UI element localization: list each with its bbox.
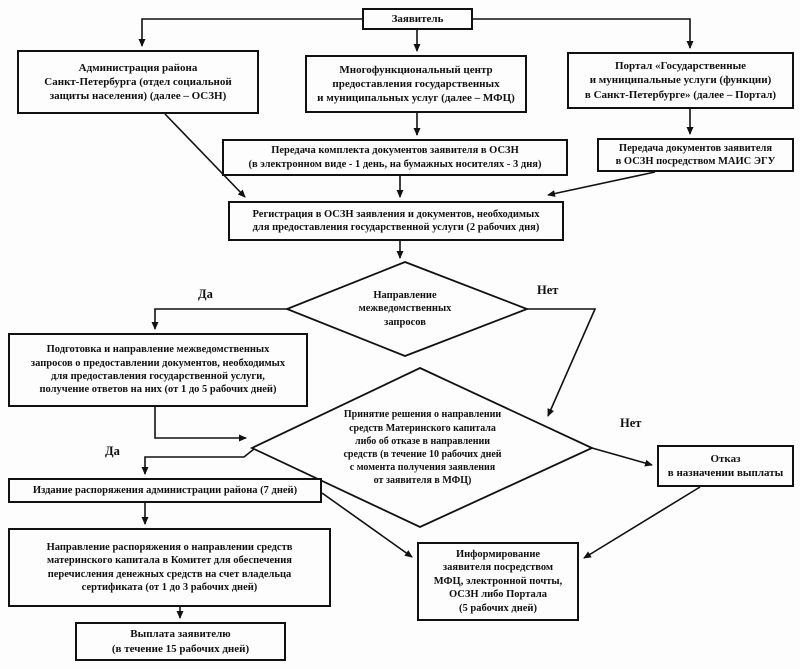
- diamond-interagency: [284, 261, 530, 357]
- node-payment: Выплата заявителю (в течение 15 рабочих …: [75, 622, 286, 661]
- diamond-main-decision-label: Принятие решения о направлении средств М…: [343, 409, 502, 487]
- node-transfer-docs: Передача комплекта документов заявителя …: [222, 139, 568, 176]
- node-prep-requests: Подготовка и направление межведомственны…: [8, 333, 308, 407]
- arrow-applicant-to-admin: [138, 18, 362, 47]
- node-inform-applicant: Информирование заявителя посредством МФЦ…: [417, 542, 579, 621]
- node-applicant: Заявитель: [362, 8, 473, 30]
- node-admin-district: Администрация района Санкт-Петербурга (о…: [17, 50, 259, 114]
- arrow-decision-no-to-refusal: [591, 447, 653, 467]
- arrow-decision-yes-to-order: [141, 448, 255, 475]
- arrow-applicant-to-portal: [473, 18, 694, 49]
- node-mfc: Многофункциональный центр предоставления…: [305, 55, 527, 113]
- arrow-prep-to-decision: [154, 407, 247, 442]
- edge-label-no-1: Нет: [537, 283, 559, 297]
- arrow-admin-to-registration: [164, 113, 246, 198]
- arrow-diamond1-yes-to-prep: [151, 308, 287, 330]
- node-order-issue: Издание распоряжения администрации район…: [8, 478, 322, 503]
- edge-label-no-2: Нет: [620, 416, 642, 430]
- diamond-interagency-label: Направление межведомственных запросов: [358, 289, 452, 328]
- edge-label-yes-1: Да: [198, 287, 213, 301]
- arrow-mais-to-registration: [547, 171, 656, 197]
- node-mais-egu: Передача документов заявителя в ОСЗН пос…: [597, 138, 794, 172]
- node-registration: Регистрация в ОСЗН заявления и документо…: [228, 201, 564, 241]
- edge-label-yes-2: Да: [105, 444, 120, 458]
- node-refusal: Отказ в назначении выплаты: [657, 445, 794, 487]
- node-direction-order: Направление распоряжения о направлении с…: [8, 528, 331, 607]
- arrow-diamond1-no-to-decision: [527, 308, 597, 417]
- arrow-refusal-to-inform: [583, 486, 701, 559]
- diamond-main-decision: [249, 367, 595, 528]
- arrow-order-to-inform: [321, 492, 413, 558]
- node-portal: Портал «Государственные и муниципальные …: [567, 52, 794, 109]
